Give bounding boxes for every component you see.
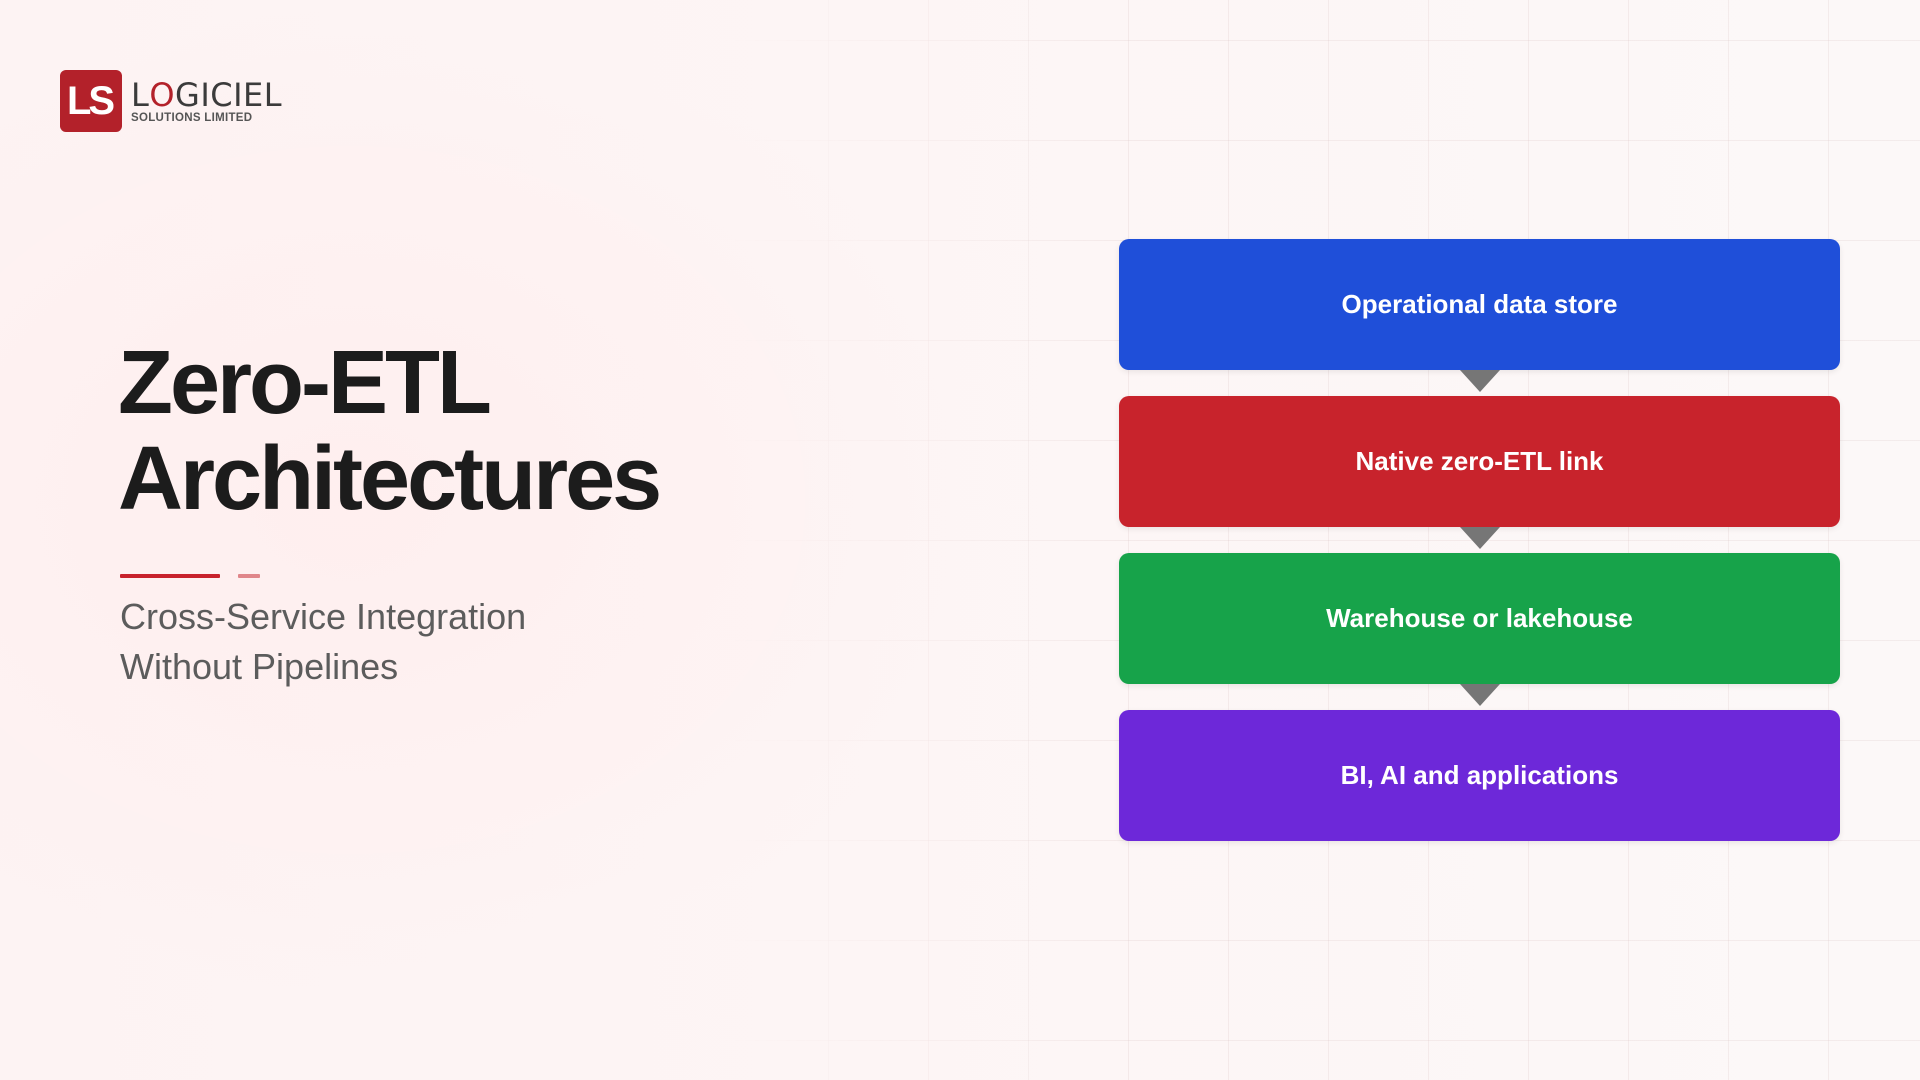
subtitle-line-2: Without Pipelines [120, 646, 399, 687]
logo-mark-text: LS [66, 78, 115, 123]
flow-step-label: Native zero-ETL link [1355, 446, 1604, 476]
flow-step-label: Operational data store [1341, 289, 1618, 319]
flow-connector [1119, 370, 1840, 396]
flow-step-bi-ai-applications: BI, AI and applications [1119, 710, 1840, 841]
flow-connector [1119, 684, 1840, 710]
page-subtitle: Cross-Service Integration Without Pipeli… [120, 592, 526, 692]
flow-step-label: Warehouse or lakehouse [1326, 603, 1633, 633]
logo-subtitle: SOLUTIONS LIMITED [131, 112, 253, 124]
flow-step-label: BI, AI and applications [1340, 760, 1619, 790]
arrow-down-icon [1460, 527, 1500, 549]
flow-connector [1119, 527, 1840, 553]
logo-name-rest: GICIEL [175, 76, 283, 114]
subtitle-line-1: Cross-Service Integration [120, 596, 527, 637]
flow-step-native-zero-etl-link: Native zero-ETL link [1119, 396, 1840, 527]
title-divider-accent [238, 574, 260, 578]
title-line-1: Zero-ETL [118, 333, 492, 433]
flow-diagram: Operational data store Native zero-ETL l… [1119, 239, 1840, 841]
flow-step-operational-data-store: Operational data store [1119, 239, 1840, 370]
flow-step-warehouse-or-lakehouse: Warehouse or lakehouse [1119, 553, 1840, 684]
page-title: Zero-ETL Architectures [118, 333, 662, 529]
arrow-down-icon [1460, 370, 1500, 392]
background-grid [720, 0, 1920, 1080]
logo-mark-icon: LS [60, 70, 122, 132]
logo-name-accent: O [149, 76, 176, 114]
title-divider [120, 574, 220, 578]
arrow-down-icon [1460, 684, 1500, 706]
title-line-2: Architectures [118, 429, 662, 529]
logo-name-first: L [131, 76, 150, 114]
